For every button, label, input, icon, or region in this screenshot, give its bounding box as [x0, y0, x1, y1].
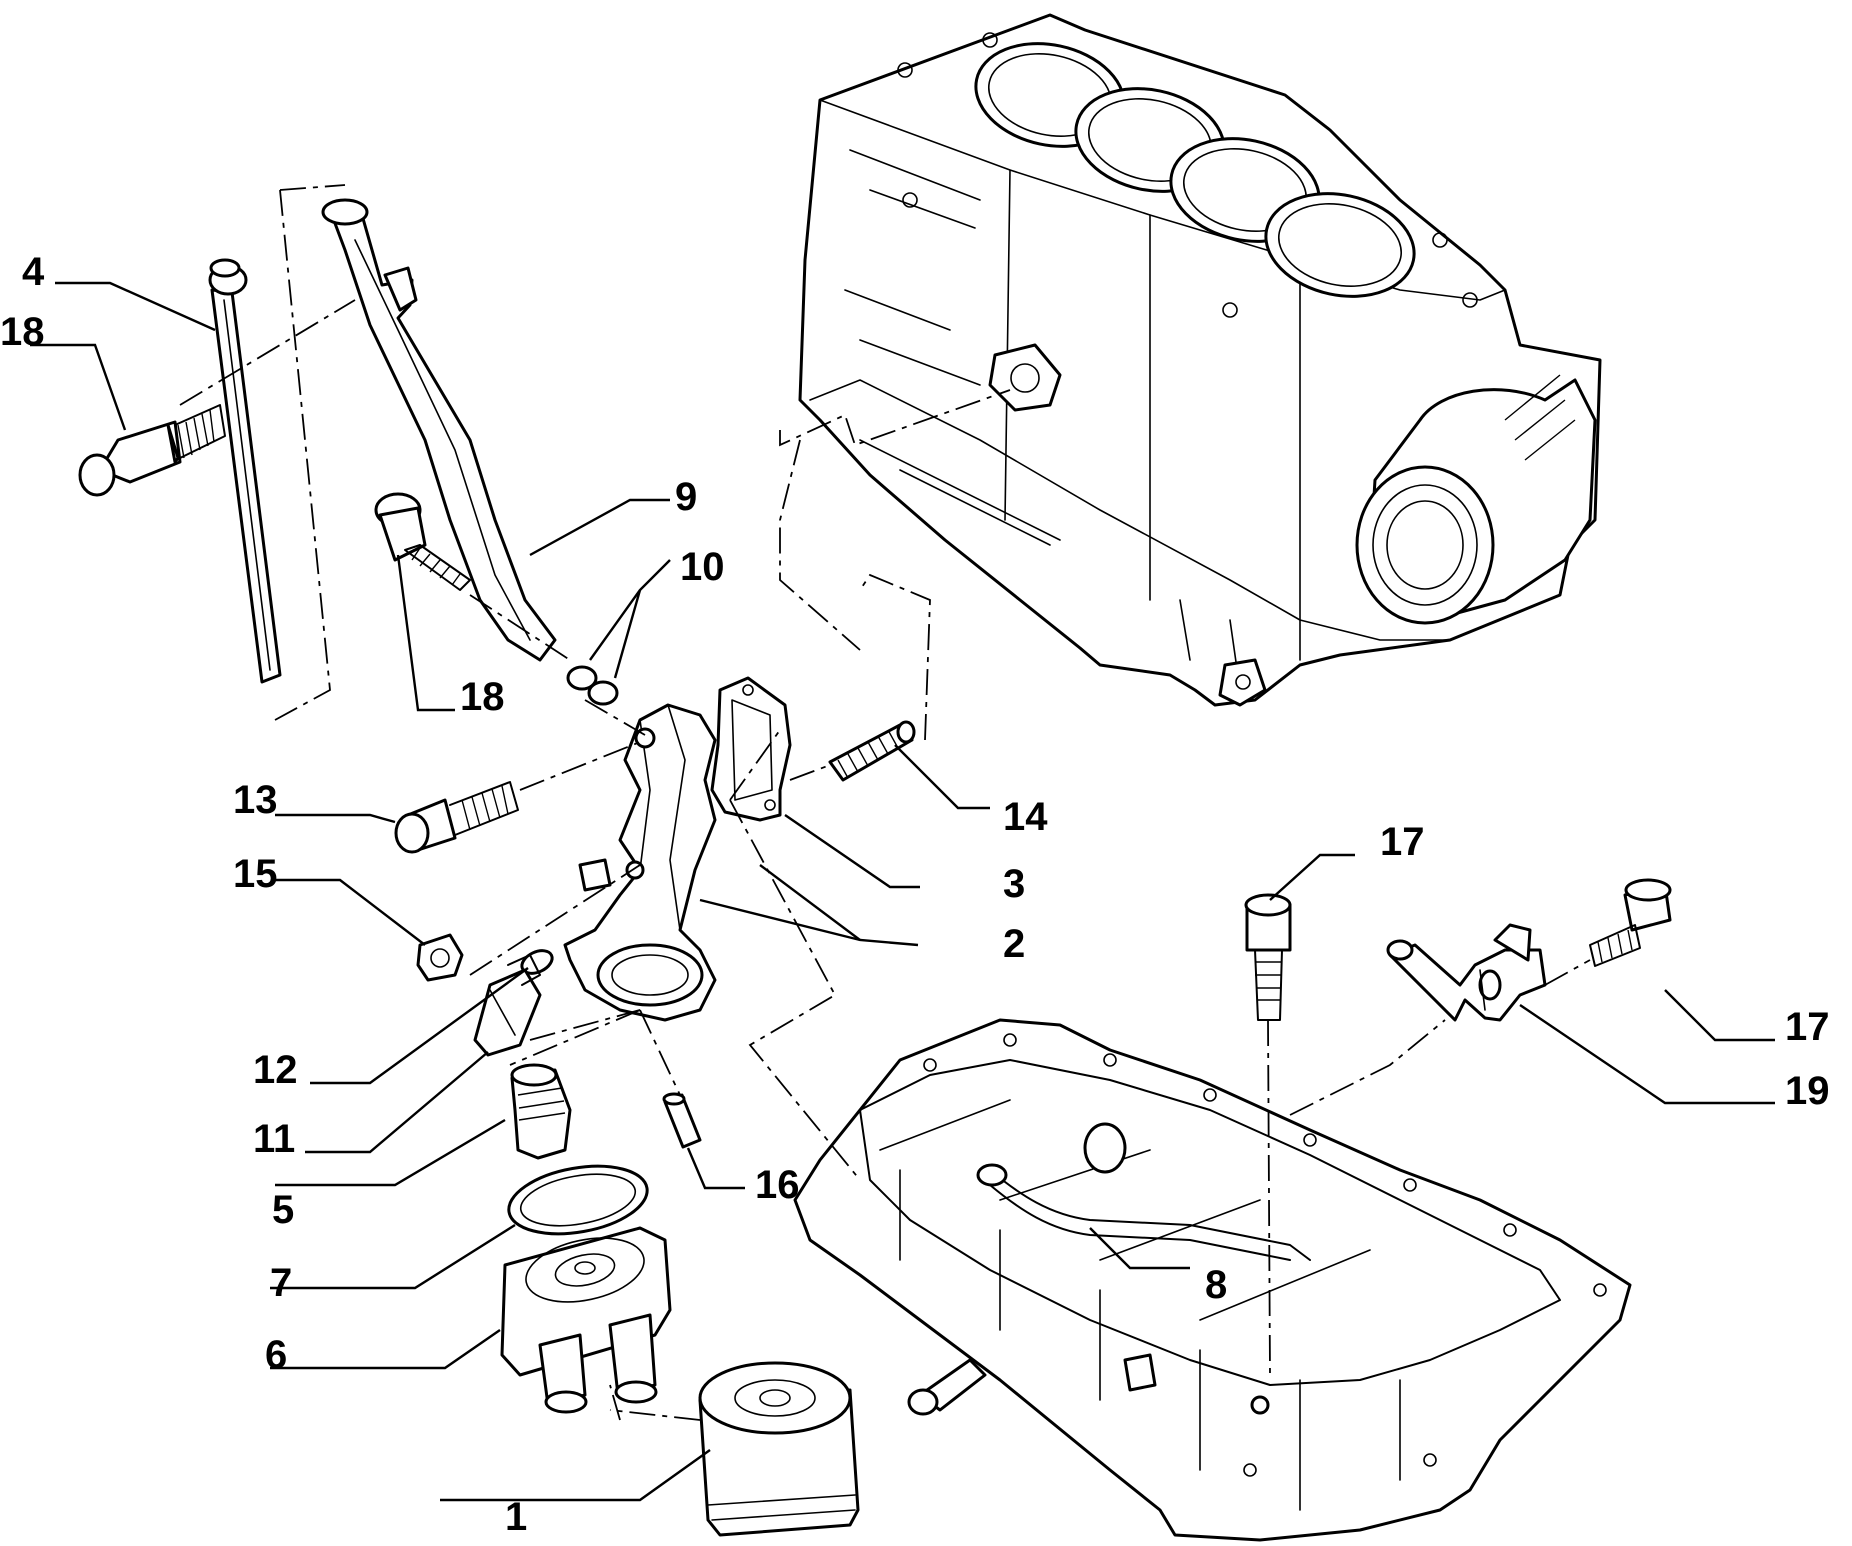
oil-filter-1	[698, 1361, 860, 1537]
housing-gasket	[710, 676, 792, 822]
callout-1: 1	[505, 1495, 527, 1539]
callout-4: 4	[22, 250, 45, 294]
callout-9: 9	[675, 475, 697, 519]
plug-15	[416, 933, 464, 982]
callout-18-middle: 18	[460, 675, 505, 719]
threaded-nipple-5	[510, 1063, 572, 1160]
callout-16: 16	[755, 1163, 800, 1207]
dipstick	[208, 258, 282, 684]
leader-lines	[30, 281, 1775, 1502]
callout-15: 15	[233, 852, 278, 896]
callout-18-upper: 18	[0, 310, 45, 354]
callout-10: 10	[680, 545, 725, 589]
callout-2: 2	[1003, 922, 1025, 966]
oil-sump	[793, 1018, 1632, 1542]
o-rings	[566, 665, 619, 706]
callout-13: 13	[233, 778, 278, 822]
filter-housing	[563, 703, 717, 1022]
bolt-17-right	[1589, 878, 1672, 967]
stud-14	[828, 720, 916, 782]
callout-12: 12	[253, 1048, 298, 1092]
callout-19: 19	[1785, 1069, 1830, 1113]
engine-block	[798, 13, 1602, 707]
bolt-18-upper	[78, 404, 226, 497]
callout-11: 11	[253, 1117, 295, 1161]
callout-5: 5	[272, 1188, 294, 1232]
bolt-13	[394, 781, 519, 854]
callout-17-top: 17	[1380, 820, 1425, 864]
callout-6: 6	[265, 1333, 287, 1377]
callout-labels: 1 2 3 4 5 6 7 8 9 10 11 12 13 14 15 16 1…	[0, 250, 1830, 1539]
callout-7: 7	[270, 1261, 292, 1305]
callout-3: 3	[1003, 862, 1025, 906]
bolt-18-middle	[374, 492, 471, 591]
callout-14: 14	[1003, 795, 1048, 839]
bolt-17-vertical	[1244, 893, 1292, 1021]
oil-cooler-6	[500, 1226, 672, 1414]
dowel-pin-16	[662, 1092, 702, 1149]
pipe-19	[1386, 923, 1547, 1022]
callout-17-right: 17	[1785, 1005, 1830, 1049]
dipstick-tube	[321, 198, 557, 662]
o-ring-7	[507, 1164, 649, 1236]
callout-8: 8	[1205, 1263, 1227, 1307]
assembly-axes	[179, 184, 1591, 1421]
